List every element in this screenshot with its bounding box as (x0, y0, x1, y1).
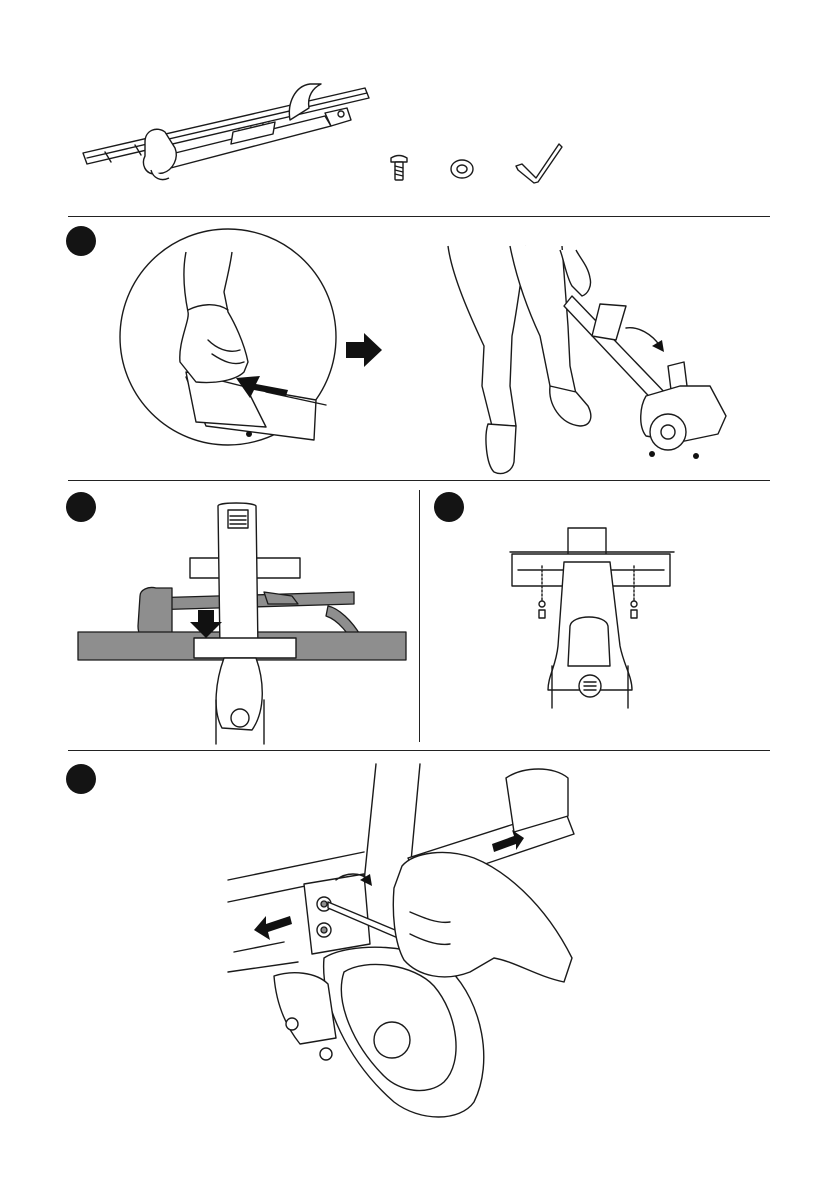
frame-adapter-bar-icon (75, 78, 375, 188)
step-number-badge (66, 764, 96, 794)
column-divider (419, 490, 420, 742)
tighten-bolts-illustration (224, 762, 604, 1122)
step-number-badge (66, 226, 96, 256)
step-number-badge (434, 492, 464, 522)
hex-key-icon (514, 140, 564, 190)
divider (68, 750, 770, 751)
insert-bolts-illustration (508, 526, 688, 716)
fold-frame-illustration (116, 212, 366, 462)
bolt-icon (389, 154, 409, 184)
place-on-bar-illustration (76, 500, 416, 750)
washer-icon (450, 158, 476, 184)
next-arrow-icon (344, 332, 384, 372)
person-folding-frame-illustration (440, 236, 760, 476)
divider (68, 480, 770, 481)
